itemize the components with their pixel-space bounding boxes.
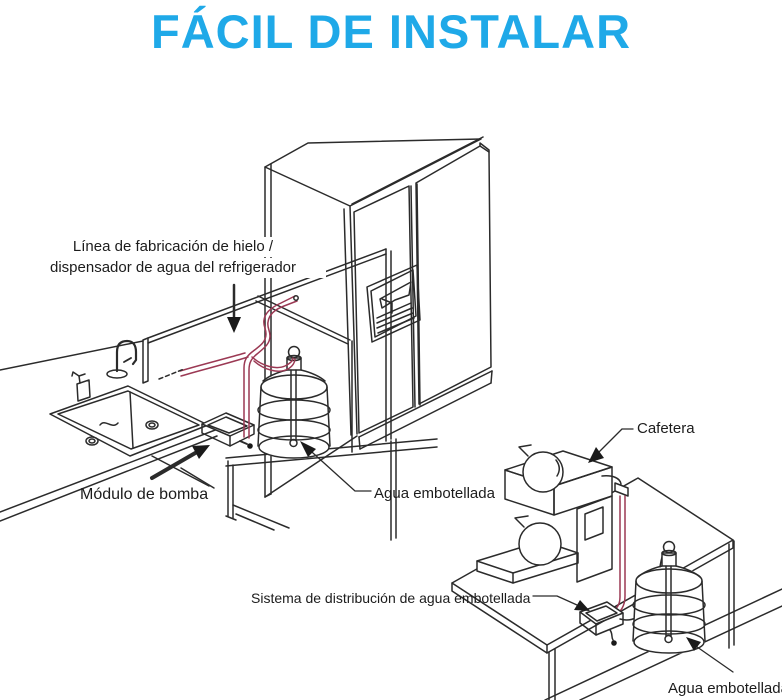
water-bottle-right — [632, 540, 706, 654]
cabinet-alcove-frame — [142, 248, 438, 541]
soap-dispenser — [71, 371, 91, 402]
water-bottle-left — [257, 345, 331, 459]
system-arrow-icon — [574, 600, 590, 611]
annotation-arrows-left — [150, 283, 372, 492]
existing-water-line-dashed — [158, 368, 185, 380]
label-bottled-water-right: Agua embotellada — [668, 680, 782, 697]
coffee-maker-illustration — [476, 444, 629, 584]
bottle-arrow-icon-left — [300, 441, 316, 457]
water-tubing-left — [179, 295, 298, 439]
water-dispenser-panel — [366, 264, 421, 343]
refrigerator-illustration — [264, 136, 493, 498]
label-pump-module: Módulo de bomba — [80, 486, 209, 503]
label-distribution-system: Sistema de distribución de agua embotell… — [251, 590, 531, 606]
down-arrow-icon — [227, 317, 241, 333]
coffee-maker-arrow-icon — [588, 447, 604, 463]
coffee-carafe-bottom — [514, 515, 562, 566]
page-title: FÁCIL DE INSTALAR — [150, 5, 632, 58]
machine-door — [584, 506, 604, 541]
faucet — [106, 339, 138, 379]
pump-module-left — [201, 412, 255, 449]
label-coffee-maker: Cafetera — [637, 420, 695, 437]
machine-inlet-tube — [601, 475, 622, 485]
annotation-arrows-right — [532, 428, 734, 673]
pump-module-right — [579, 601, 624, 646]
bottle-arrow-icon-right — [686, 637, 701, 651]
tube-fitting — [614, 482, 629, 497]
label-bottled-water-left: Agua embotellada — [374, 485, 495, 502]
pump-module-arrow-icon — [192, 445, 210, 459]
label-fridge-line-1: Línea de fabricación de hielo / — [30, 237, 316, 257]
tube-union-fitting — [293, 295, 299, 301]
coffee-carafe-top — [518, 444, 564, 493]
label-fridge-line-2: dispensador de agua del refrigerador — [20, 258, 326, 278]
